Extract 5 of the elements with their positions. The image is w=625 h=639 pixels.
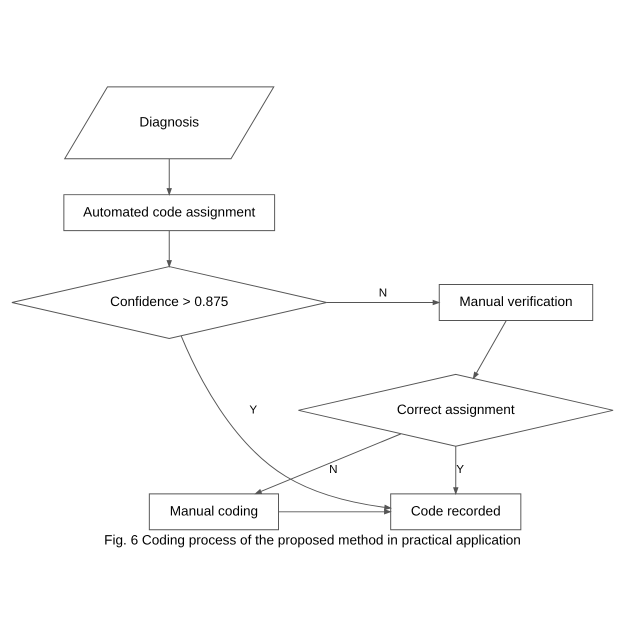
edge-label: Y bbox=[456, 463, 464, 476]
edge-label: Y bbox=[249, 403, 258, 416]
edge-label: N bbox=[378, 286, 388, 300]
caption: Fig. 6 Coding process of the proposed method in practical application bbox=[104, 532, 521, 548]
edge-label: N bbox=[329, 463, 338, 476]
